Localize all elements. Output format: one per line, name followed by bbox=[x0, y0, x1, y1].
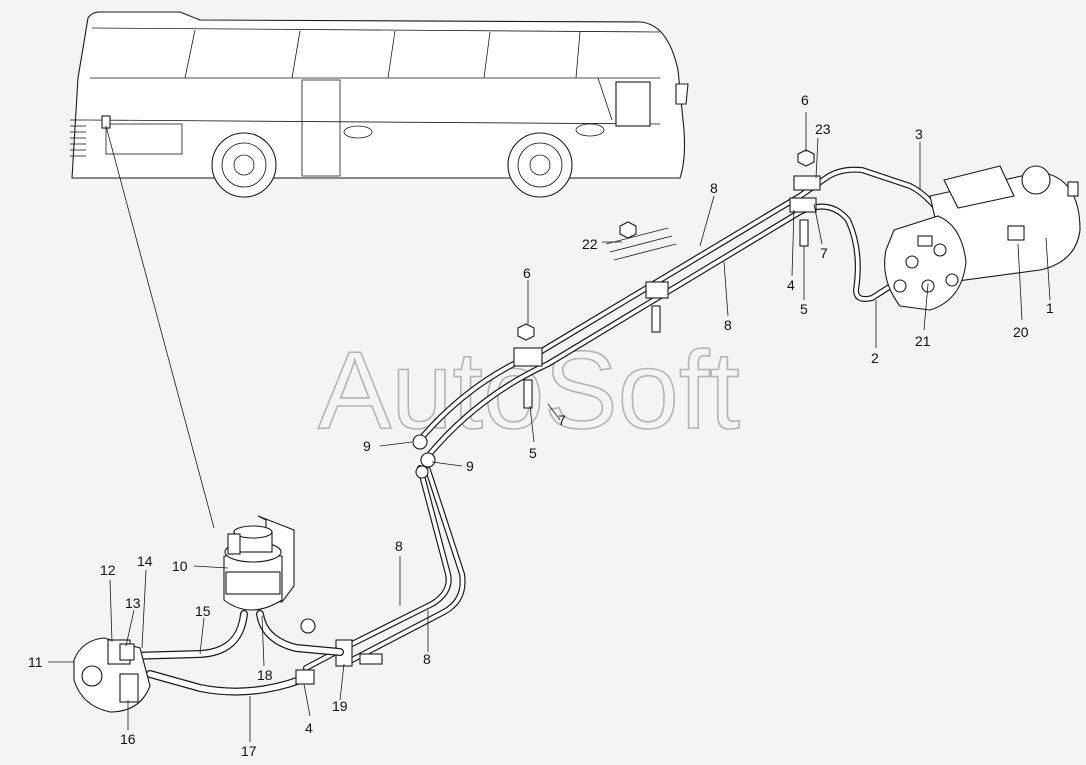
steering-gear bbox=[884, 165, 1081, 311]
callout-12: 12 bbox=[100, 562, 116, 578]
clamp-22 bbox=[619, 221, 669, 333]
suction-hose-15 bbox=[126, 610, 248, 660]
rear-grille bbox=[70, 119, 86, 157]
leader-lines bbox=[48, 112, 1051, 742]
callout-6-mid: 6 bbox=[523, 265, 531, 281]
bus-illustration bbox=[70, 11, 689, 198]
callout-23: 23 bbox=[815, 121, 831, 137]
callout-8-upper-a: 8 bbox=[710, 180, 718, 196]
callout-13: 13 bbox=[125, 595, 141, 611]
clamp-19 bbox=[300, 618, 383, 667]
callout-17: 17 bbox=[241, 743, 257, 759]
lower-line-8 bbox=[425, 203, 919, 459]
callout-4-lower: 4 bbox=[305, 720, 313, 736]
upper-line-8 bbox=[415, 166, 1019, 445]
return-line-8 bbox=[349, 467, 466, 663]
pressure-hose-17 bbox=[146, 670, 304, 696]
fitting-20 bbox=[1007, 225, 1025, 241]
oil-reservoir bbox=[223, 515, 295, 611]
callout-9-b: 9 bbox=[466, 458, 474, 474]
callout-8-upper-b: 8 bbox=[724, 317, 732, 333]
rear-wheel bbox=[211, 132, 277, 198]
callout-19: 19 bbox=[332, 698, 348, 714]
front-wheel bbox=[507, 132, 573, 198]
reservoir-location-marker bbox=[101, 115, 111, 129]
callout-15: 15 bbox=[195, 603, 211, 619]
clamp-upper bbox=[789, 149, 821, 247]
callout-18: 18 bbox=[257, 667, 273, 683]
callout-8-lower-b: 8 bbox=[423, 651, 431, 667]
return-hose-18 bbox=[256, 610, 344, 656]
callout-5-upper: 5 bbox=[800, 301, 808, 317]
callout-6-upper: 6 bbox=[801, 92, 809, 108]
callout-8-lower-a: 8 bbox=[395, 538, 403, 554]
callout-16: 16 bbox=[120, 731, 136, 747]
callout-11: 11 bbox=[28, 654, 43, 670]
callout-20: 20 bbox=[1013, 324, 1029, 340]
callout-10: 10 bbox=[172, 558, 188, 574]
callout-1: 1 bbox=[1046, 300, 1054, 316]
location-pointer-line bbox=[105, 125, 215, 529]
callout-3: 3 bbox=[915, 126, 923, 142]
callout-22: 22 bbox=[582, 236, 598, 252]
callout-9-a: 9 bbox=[363, 438, 371, 454]
callout-7-upper: 7 bbox=[820, 245, 828, 261]
pressure-line-8 bbox=[303, 465, 452, 671]
callout-7-mid: 7 bbox=[558, 412, 566, 428]
hose-fitting-4 bbox=[295, 669, 315, 685]
clamp-mid bbox=[513, 323, 543, 409]
callout-14: 14 bbox=[137, 553, 153, 569]
callout-5-lower: 5 bbox=[529, 445, 537, 461]
callout-21: 21 bbox=[915, 333, 931, 349]
elbow-fitting-9 bbox=[412, 434, 436, 479]
callout-4-upper: 4 bbox=[787, 277, 795, 293]
callout-2: 2 bbox=[871, 350, 879, 366]
steering-pump bbox=[73, 637, 151, 713]
